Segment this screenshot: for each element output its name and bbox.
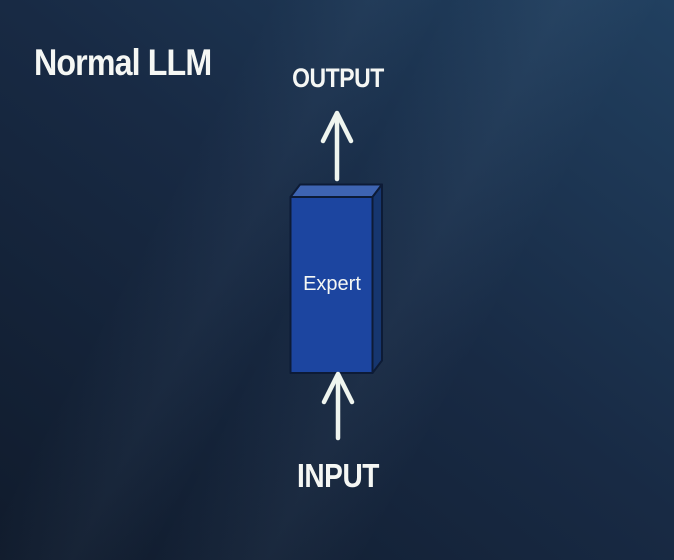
expert-box-label: Expert bbox=[303, 273, 361, 295]
output-label: OUTPUT bbox=[292, 63, 384, 93]
input-up-arrow-icon bbox=[321, 371, 355, 441]
expert-box-top-face bbox=[289, 183, 383, 198]
output-up-arrow-icon bbox=[320, 110, 354, 182]
expert-box-side-face bbox=[371, 183, 383, 374]
expert-box-front-face bbox=[289, 196, 374, 374]
expert-box bbox=[289, 183, 383, 374]
page-title: Normal LLM bbox=[34, 42, 212, 83]
input-label: INPUT bbox=[296, 457, 380, 494]
